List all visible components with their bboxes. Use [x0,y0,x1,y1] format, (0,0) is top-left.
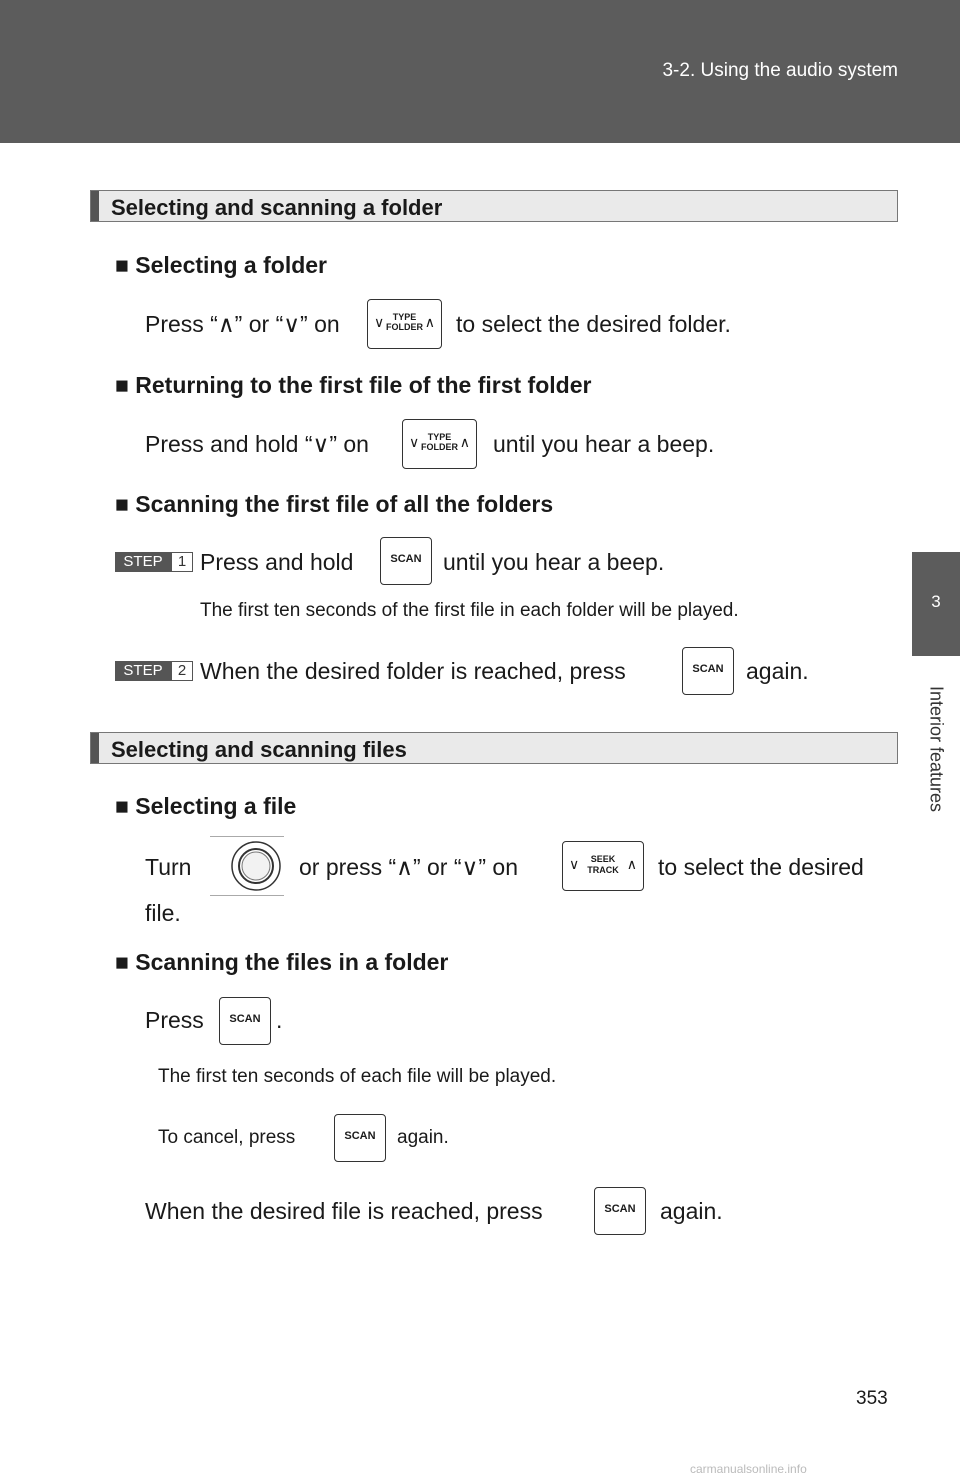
section-heading-files: Selecting and scanning files [90,732,898,764]
up-chevron-icon: ∧ [459,434,470,450]
instruction-text: until you hear a beep. [493,431,715,457]
note-text: To cancel, press [158,1127,296,1148]
instruction-text: When the desired file is reached, press [145,1198,543,1224]
step-text: When the desired folder is reached, pres… [200,658,626,684]
subheading-scan-files: ■ Scanning the files in a folder [115,949,449,975]
instruction-text: to select the desired [658,854,864,880]
step-text: Press and hold [200,549,354,575]
chapter-label: Interior features [926,685,947,813]
section-heading-folder: Selecting and scanning a folder [90,190,898,222]
step-text: again. [746,658,809,684]
instruction-text: to select the desired folder. [456,311,731,337]
page-number: 353 [856,1388,888,1409]
subheading-select-file: ■ Selecting a file [115,793,297,819]
instruction-text: Press and hold “∨” on [145,431,369,457]
instruction-text: . [276,1007,283,1033]
instruction-text: or press “∧” or “∨” on [299,854,518,880]
step-note: The first ten seconds of the first file … [200,600,739,621]
section-title: Selecting and scanning a folder [111,195,443,220]
instruction-text: Turn [145,854,192,880]
up-chevron-icon: ∧ [424,314,435,330]
instruction-text: Press “∧” or “∨” on [145,311,340,337]
section-title: Selecting and scanning files [111,737,407,762]
instruction-text: again. [660,1198,723,1224]
note-text: again. [397,1127,449,1148]
instruction-text: file. [145,900,181,926]
scan-button: SCAN [334,1114,386,1162]
instruction-text: Press [145,1007,204,1033]
scan-button: SCAN [682,647,734,695]
down-chevron-icon: ∨ [409,434,420,450]
note-text: The first ten seconds of each file will … [158,1066,557,1087]
chapter-label-box: Interior features [912,664,960,834]
watermark: carmanualsonline.info [690,1462,807,1476]
subheading-return-first: ■ Returning to the first file of the fir… [115,372,592,398]
chapter-tab [912,552,960,656]
tune-scroll-knob-icon [210,835,284,897]
scan-button: SCAN [380,537,432,585]
page-header [0,0,960,143]
scan-button: SCAN [219,997,271,1045]
step-text: until you hear a beep. [443,549,665,575]
down-chevron-icon: ∨ [569,856,580,872]
chapter-number: 3 [931,592,941,611]
down-chevron-icon: ∨ [374,314,385,330]
subheading-select-folder: ■ Selecting a folder [115,252,327,278]
up-chevron-icon: ∧ [626,856,637,872]
header-section-title: 3-2. Using the audio system [662,60,898,81]
subheading-scan-folders: ■ Scanning the first file of all the fol… [115,491,554,517]
scan-button: SCAN [594,1187,646,1235]
